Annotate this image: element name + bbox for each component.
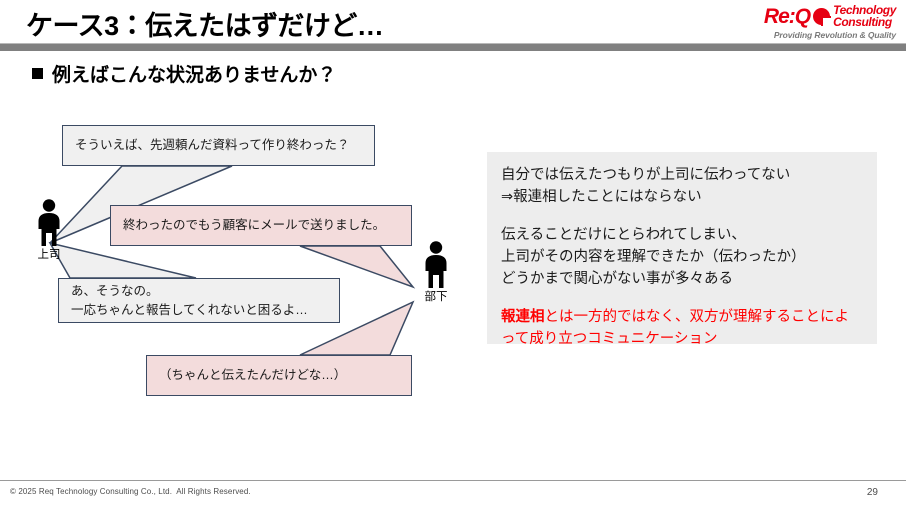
bubble-3-tail (48, 241, 197, 279)
logo-mark-row: Re:Q Technology Consulting (724, 4, 896, 28)
footer-divider (0, 480, 906, 481)
explanation-keyword-rest: とは一方的ではなく、双方が理解することによって成り立つコミュニケーション (501, 309, 849, 348)
company-logo: Re:Q Technology Consulting Providing Rev… (724, 4, 896, 40)
figure-boss: 上司 (27, 198, 71, 262)
logo-wordmark: Technology Consulting (833, 4, 896, 28)
explanation-keyword: 報連相 (501, 309, 545, 326)
square-bullet-icon (32, 68, 43, 79)
explanation-block-3: 報連相とは一方的ではなく、双方が理解することによって成り立つコミュニケーション (501, 306, 863, 350)
section-subtitle: 例えばこんな状況ありませんか？ (32, 60, 336, 87)
explanation-block-2: 伝えることだけにとらわれてしまい、 上司がその内容を理解できたか（伝わったか） … (501, 227, 806, 288)
section-subtitle-text: 例えばこんな状況ありませんか？ (52, 65, 337, 86)
footer-copyright: © 2025 Req Technology Consulting Co., Lt… (10, 487, 251, 496)
logo-q-icon (813, 7, 832, 26)
logo-req-text: Re:Q (763, 4, 811, 28)
logo-line-technology: Technology (833, 3, 896, 17)
person-icon (38, 199, 60, 246)
figure-subordinate: 部下 (414, 240, 458, 304)
header-divider (0, 43, 906, 51)
figure-boss-label: 上司 (37, 249, 61, 261)
logo-tagline: Providing Revolution & Quality (773, 30, 896, 40)
figure-subordinate-label: 部下 (424, 291, 448, 303)
speech-bubble-boss-followup: あ、そうなの。 一応ちゃんと報告してくれないと困るよ… (58, 278, 340, 323)
speech-bubble-subordinate-thought: （ちゃんと伝えたんだけどな…） (146, 355, 412, 396)
page-title: ケース3：伝えたはずだけど… (26, 11, 384, 41)
explanation-panel: 自分では伝えたつもりが上司に伝わってない ⇒報連相したことにはならない 伝えるこ… (487, 152, 877, 347)
person-icon (425, 241, 447, 288)
logo-line-consulting: Consulting (833, 15, 892, 29)
speech-bubble-boss-question: そういえば、先週頼んだ資料って作り終わった？ (62, 125, 375, 166)
explanation-block-1: 自分では伝えたつもりが上司に伝わってない ⇒報連相したことにはならない (501, 167, 791, 206)
speech-bubble-subordinate-reply: 終わったのでもう顧客にメールで送りました。 (110, 205, 412, 246)
page-number: 29 (866, 487, 878, 498)
